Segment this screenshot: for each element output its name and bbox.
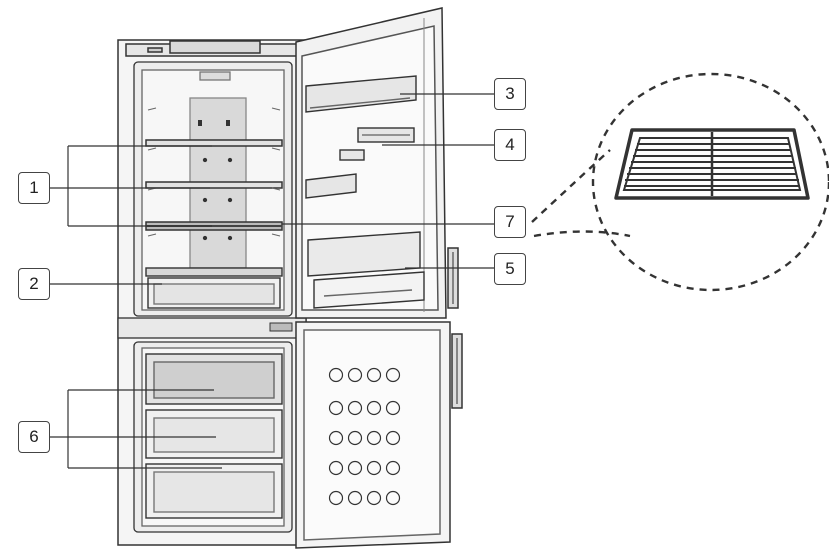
callout-4: 4 [494, 129, 526, 161]
door-shelves [305, 75, 425, 309]
freezer-drawers [145, 353, 283, 519]
callout-7: 7 [494, 206, 526, 238]
wire-shelf-detail [614, 128, 810, 200]
callout-1: 1 [18, 172, 50, 204]
crisper-drawer [145, 267, 283, 309]
callout-5: 5 [494, 253, 526, 285]
leader-lines [50, 93, 494, 469]
callout-2: 2 [18, 268, 50, 300]
callout-3: 3 [494, 78, 526, 110]
callout-6: 6 [18, 421, 50, 453]
shelf-detail-bubble [531, 72, 829, 292]
freezer-door [295, 321, 463, 549]
freezer-door-dimples [328, 367, 401, 506]
